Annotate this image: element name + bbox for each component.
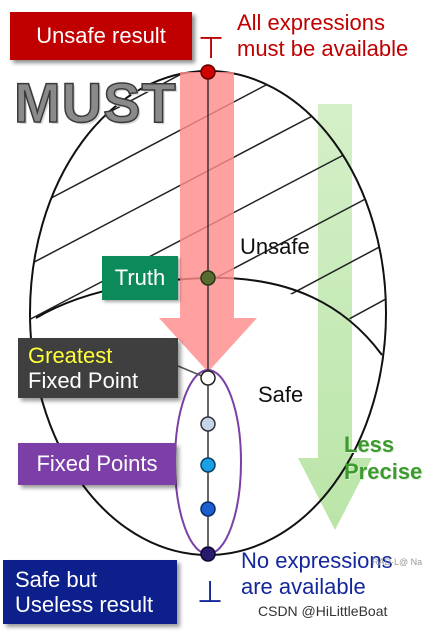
less-precise-arrow <box>298 104 372 530</box>
truth-label: Truth <box>114 265 166 291</box>
precise-label: Precise <box>344 458 423 484</box>
bottom-note: No expressions are available <box>241 548 393 600</box>
unsafe-result-box: Unsafe result <box>10 12 192 60</box>
less-precise-label: Less Precise <box>344 432 422 486</box>
safe-but-label: Safe but <box>15 566 97 592</box>
fixed-point-2 <box>200 457 216 473</box>
top-note: All expressions must be available <box>237 10 408 62</box>
greatest-fixed-point-box: Greatest Fixed Point <box>18 338 178 398</box>
safe-useless-box: Safe but Useless result <box>3 560 177 624</box>
bottom-note-line2: are available <box>241 573 366 599</box>
top-note-line2: must be available <box>237 35 409 61</box>
fixed-point-1 <box>200 416 216 432</box>
useless-result-label: Useless result <box>15 592 154 617</box>
fixed-points-box: Fixed Points <box>18 443 176 485</box>
unsafe-result-label: Unsafe result <box>36 23 166 49</box>
unsafe-region-label: Unsafe <box>240 234 310 259</box>
top-note-line1: All expressions <box>237 10 385 35</box>
greatest-label: Greatest <box>28 342 113 368</box>
safe-region-label: Safe <box>258 382 304 407</box>
gfp-connector <box>177 365 203 377</box>
bottom-symbol-icon: ⊥ <box>197 576 223 609</box>
must-wordart: MUST <box>13 70 177 135</box>
faint-watermark: RAD·L@ Na <box>372 557 423 567</box>
bottom-point <box>200 546 216 562</box>
truth-box: Truth <box>102 256 178 300</box>
greatest-fixed-point <box>200 370 216 386</box>
fixed-point-label: Fixed Point <box>28 368 139 393</box>
less-label: Less <box>344 432 395 457</box>
top-point <box>200 64 216 80</box>
fixed-point-3 <box>200 501 216 517</box>
csdn-watermark: CSDN @HiLittleBoat <box>258 603 388 619</box>
truth-point <box>200 270 216 286</box>
fixed-points-label: Fixed Points <box>36 451 158 477</box>
bottom-note-line1: No expressions <box>241 548 393 573</box>
top-symbol-icon: ⊤ <box>198 32 224 65</box>
